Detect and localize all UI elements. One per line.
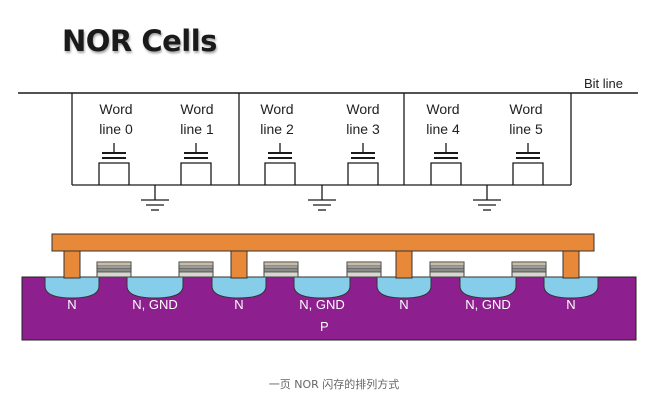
n-region: N, GND — [126, 276, 184, 312]
transistor — [430, 143, 462, 185]
transistor — [98, 143, 130, 185]
figure-caption: 一页 NOR 闪存的排列方式 — [268, 378, 400, 391]
n-region-label: N — [399, 297, 408, 312]
n-region: N — [543, 276, 599, 312]
n-region-label: N, GND — [132, 297, 178, 312]
bit-line-contact — [562, 250, 580, 279]
n-region: N, GND — [293, 276, 351, 312]
cross-section: N N, GND N N, GND N N, GND N P — [21, 233, 637, 341]
gate-stack — [429, 261, 465, 278]
bit-line-contact — [63, 250, 81, 279]
bit-line-contact — [230, 250, 248, 279]
n-region-label: N — [234, 297, 243, 312]
cell-pair — [238, 93, 404, 211]
n-region: N — [376, 276, 432, 312]
p-region-label: P — [320, 319, 329, 334]
transistor — [347, 143, 379, 185]
transistor — [264, 143, 296, 185]
metal-bit-line — [51, 233, 595, 252]
n-region: N — [44, 276, 100, 312]
ground-icon — [308, 185, 336, 211]
gate-stack — [96, 261, 132, 278]
transistor — [512, 143, 544, 185]
ground-icon — [473, 185, 501, 211]
n-region: N — [211, 276, 267, 312]
page-title: NOR Cells — [62, 24, 217, 58]
n-region-label: N — [566, 297, 575, 312]
cell-pair — [71, 93, 239, 211]
ground-icon — [141, 185, 169, 211]
gate-stack — [511, 261, 547, 278]
gate-stack — [178, 261, 214, 278]
n-region-label: N — [67, 297, 76, 312]
bit-line-label: Bit line — [584, 76, 623, 91]
gate-stack — [346, 261, 382, 278]
bit-line-contact — [395, 250, 413, 279]
n-region-label: N, GND — [465, 297, 511, 312]
gate-stack — [263, 261, 299, 278]
n-region-label: N, GND — [299, 297, 345, 312]
transistor — [180, 143, 212, 185]
cell-pair — [403, 93, 572, 211]
n-region: N, GND — [459, 276, 517, 312]
